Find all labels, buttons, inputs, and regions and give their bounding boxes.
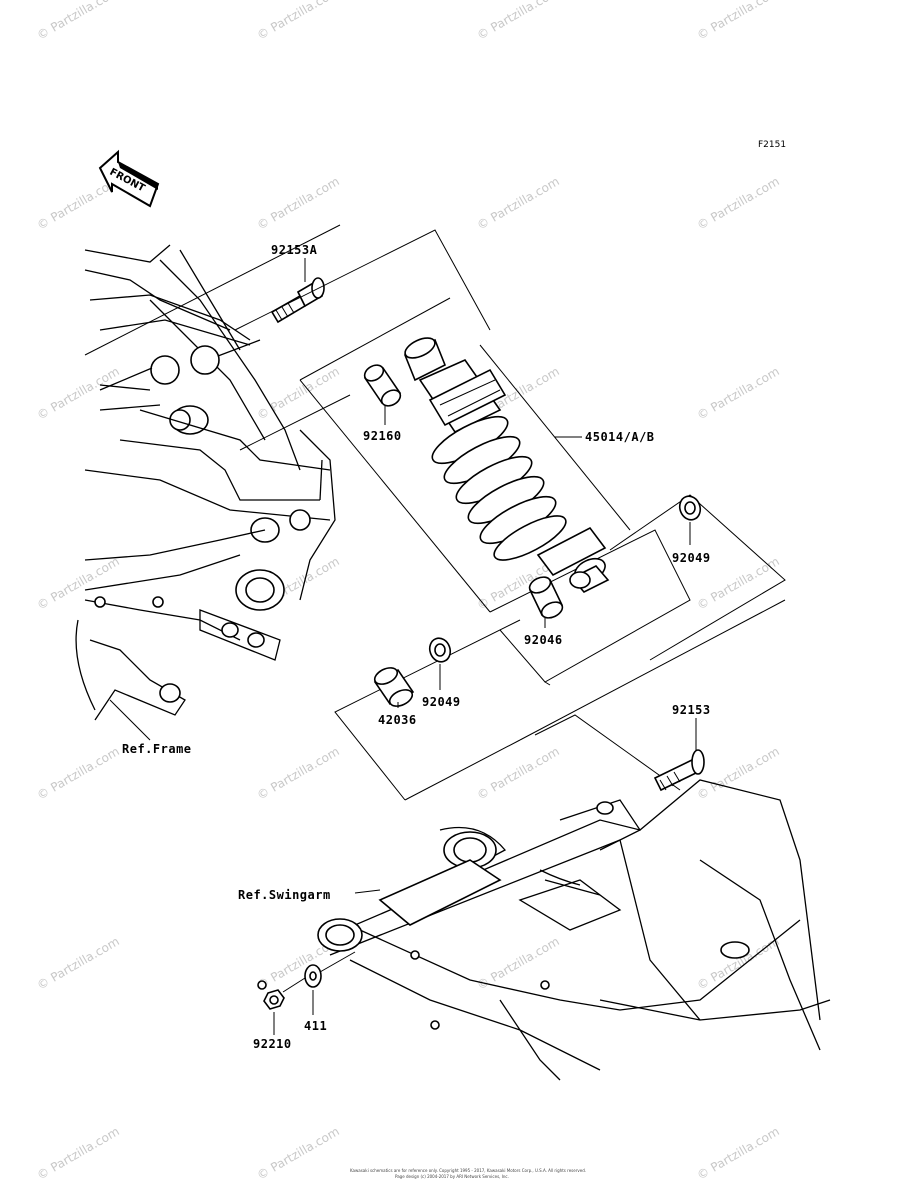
part-label-42036: 42036	[378, 713, 417, 727]
watermark: © Partzilla.com	[695, 174, 782, 232]
collar-42036	[373, 667, 415, 707]
ref-swingarm-label: Ref.Swingarm	[238, 888, 331, 902]
watermark: © Partzilla.com	[695, 0, 782, 43]
watermark: © Partzilla.com	[695, 364, 782, 422]
part-label-92049-lower: 92049	[422, 695, 461, 709]
watermark: © Partzilla.com	[695, 1124, 782, 1182]
frame-drawing	[75, 224, 341, 721]
part-label-92153a: 92153A	[271, 243, 318, 257]
watermark: © Partzilla.com	[475, 0, 562, 43]
bushing-92160	[363, 364, 402, 407]
watermark: © Partzilla.com	[35, 364, 122, 422]
swingarm-drawing	[317, 779, 831, 1081]
watermark: © Partzilla.com	[255, 364, 342, 422]
watermark: © Partzilla.com	[35, 1124, 122, 1182]
nut-92210	[257, 980, 285, 1010]
watermark: © Partzilla.com	[35, 744, 122, 802]
watermark: © Partzilla.com	[35, 934, 122, 992]
washer-411	[304, 964, 322, 988]
seal-92049-upper	[678, 495, 702, 521]
part-label-45014: 45014/A/B	[585, 430, 655, 444]
shock-absorber-45014	[403, 337, 610, 593]
watermark: © Partzilla.com	[475, 744, 562, 802]
diagram-code: F2151	[758, 140, 786, 150]
watermark: © Partzilla.com	[255, 744, 342, 802]
part-label-92049-upper: 92049	[672, 551, 711, 565]
watermark: © Partzilla.com	[255, 0, 342, 43]
part-label-92210: 92210	[253, 1037, 292, 1051]
part-label-411: 411	[304, 1019, 327, 1033]
assembly-outline	[234, 229, 786, 801]
part-label-92153: 92153	[672, 703, 711, 717]
watermark: © Partzilla.com	[255, 174, 342, 232]
part-label-92046: 92046	[524, 633, 563, 647]
bolt-92153	[653, 749, 705, 792]
watermark: © Partzilla.com	[255, 1124, 342, 1182]
footer-credit: Page design (c) 2004-2017 by ARI Network…	[395, 1174, 509, 1179]
ref-frame-label: Ref.Frame	[122, 742, 192, 756]
seal-92049-lower	[428, 637, 452, 663]
watermark: © Partzilla.com	[475, 174, 562, 232]
bolt-92153a	[270, 277, 325, 324]
watermark: © Partzilla.com	[695, 744, 782, 802]
footer-copyright: Kawasaki schematics are for reference on…	[350, 1168, 586, 1173]
bearing-92046	[528, 576, 564, 619]
part-label-92160: 92160	[363, 429, 402, 443]
watermark: © Partzilla.com	[35, 0, 122, 43]
front-arrow-icon: FRONT	[98, 149, 160, 208]
